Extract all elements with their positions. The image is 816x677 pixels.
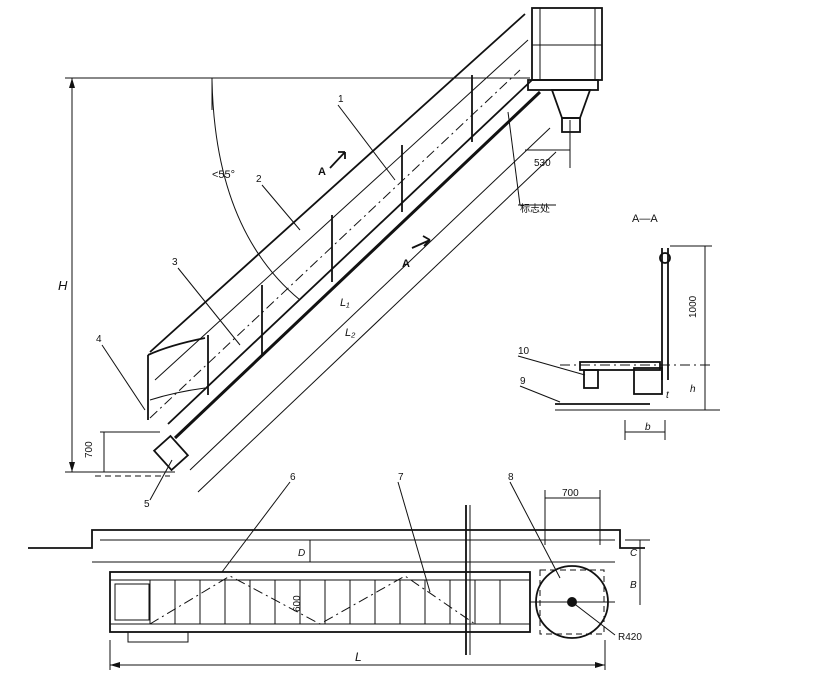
section-tread (579, 361, 661, 371)
dim-1000: 1000 (688, 295, 699, 318)
dim-h: h (690, 384, 696, 395)
platform-base (527, 79, 599, 91)
view-arrow-lower (411, 235, 431, 249)
section-a-a: A—A 1000 h t b 10 9 (517, 213, 720, 440)
dim-d: D (298, 548, 305, 559)
view-a-upper: A (318, 166, 326, 178)
plan-view: D C B 600 (28, 472, 650, 670)
lower-end-plate (114, 583, 150, 621)
part-8: 8 (508, 472, 514, 483)
handrail-mid (154, 39, 529, 381)
platform-bracket (550, 89, 592, 119)
lower-roller-plan (127, 631, 189, 643)
dim-600: 600 (292, 595, 303, 612)
platform-pivot (561, 117, 581, 133)
dim-700-top: 700 (562, 488, 579, 499)
length-total-label: L (355, 650, 362, 664)
dim-700-side: 700 (84, 441, 95, 458)
part-7: 7 (398, 472, 404, 483)
upper-platform (531, 7, 603, 81)
diagonal-bracing (149, 575, 476, 625)
length-l2-label: L₂ (345, 327, 356, 339)
dim-l1-line (189, 127, 551, 471)
stanchions (147, 75, 473, 420)
dim-b: b (645, 422, 651, 433)
dim-l2-line (197, 151, 557, 493)
part-4: 4 (96, 334, 102, 345)
side-part-leaders: 1 2 3 4 5 (96, 94, 396, 510)
dim-t: t (666, 390, 670, 401)
dim-530: 530 (534, 158, 551, 169)
section-bolt (583, 369, 599, 389)
part-10: 10 (518, 346, 530, 357)
handrail-top (149, 13, 526, 353)
arrow-head (69, 462, 75, 472)
part-9: 9 (520, 376, 526, 387)
marker-location-label: 标志处 (520, 202, 550, 215)
lower-rail-curve (147, 337, 206, 356)
height-label: H (58, 278, 68, 293)
view-a-lower: A (402, 258, 410, 270)
part-3: 3 (172, 257, 178, 268)
dim-b-cap: B (630, 580, 637, 591)
marker-leader (507, 111, 521, 206)
part-1: 1 (338, 94, 344, 105)
arrow-head (69, 78, 75, 88)
deck-edge (28, 529, 645, 549)
lower-stringer (173, 90, 542, 440)
side-elevation: H 700 <55° L₁ (58, 7, 603, 510)
ladder-plan (109, 571, 531, 633)
part-2: 2 (256, 174, 262, 185)
upper-stringer (167, 79, 533, 425)
part-6: 6 (290, 472, 296, 483)
angle-arc (211, 79, 301, 301)
dim-c: C (630, 548, 638, 559)
ladder-treads (149, 580, 501, 624)
dim-r420: R420 (618, 632, 642, 643)
part-5: 5 (144, 499, 150, 510)
length-l1-label: L₁ (340, 297, 350, 309)
view-arrow-upper (329, 151, 346, 169)
bottom-roller (152, 434, 190, 472)
angle-label: <55° (212, 169, 235, 181)
section-channel (633, 367, 663, 395)
lower-rail-curve-2 (149, 387, 206, 401)
center-line (149, 69, 521, 419)
section-title: A—A (632, 213, 658, 225)
